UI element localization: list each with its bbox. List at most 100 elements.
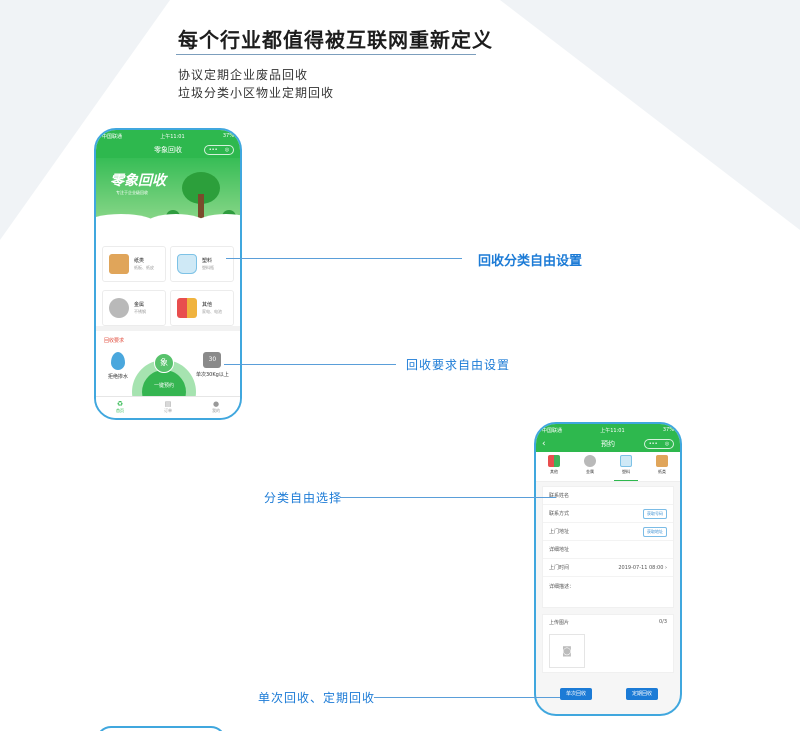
target-icon[interactable]: ◎ bbox=[664, 441, 670, 447]
field-address[interactable]: 上门地址 获取地址 bbox=[543, 523, 673, 541]
nut-icon bbox=[109, 298, 129, 318]
water-drop-icon bbox=[111, 352, 125, 370]
category-name: 纸类 bbox=[134, 258, 145, 264]
subtitle-line-2: 垃圾分类小区物业定期回收 bbox=[178, 86, 335, 100]
tab-category-metal[interactable]: 金属 bbox=[572, 452, 608, 481]
phone-home-screen: 中国联通 上午11:01 37% 零象回收 ••• ◎ 零象回收 专注于企业级回… bbox=[94, 128, 242, 420]
nav-title: 零象回收 bbox=[154, 146, 182, 154]
category-desc: 纸板、纸皮 bbox=[134, 265, 154, 270]
nav-title: 预约 bbox=[601, 440, 615, 448]
category-desc: 家电、电池 bbox=[202, 309, 222, 314]
tab-category-plastic[interactable]: 塑料 bbox=[608, 452, 644, 481]
camera-icon[interactable]: ◙ bbox=[549, 634, 585, 668]
section-divider bbox=[96, 326, 240, 331]
tab-label: 首页 bbox=[116, 408, 124, 413]
status-battery: 37% bbox=[222, 133, 234, 139]
mini-capsule[interactable]: ••• ◎ bbox=[204, 145, 234, 155]
periodic-recycle-button[interactable]: 定期回收 bbox=[626, 688, 658, 700]
tab-orders[interactable]: ▤订单 bbox=[144, 397, 192, 418]
field-label: 详细描述： bbox=[549, 584, 575, 590]
tab-label: 金属 bbox=[586, 469, 594, 474]
cloud-shape bbox=[96, 214, 156, 226]
upload-count: 0/3 bbox=[658, 619, 667, 625]
req-right-label: 单次30Kg以上 bbox=[196, 372, 229, 378]
field-detail-desc[interactable]: 详细描述： bbox=[543, 577, 673, 607]
field-detail-address[interactable]: 详细地址 bbox=[543, 541, 673, 559]
bottle-icon bbox=[177, 254, 197, 274]
target-icon[interactable]: ◎ bbox=[224, 147, 230, 153]
field-label: 上门地址 bbox=[549, 529, 570, 535]
phone-next-preview bbox=[96, 726, 226, 731]
recycle-icon: ♻ bbox=[116, 400, 124, 408]
grid-blocks-icon bbox=[548, 455, 560, 467]
category-other[interactable]: 其他家电、电池 bbox=[170, 290, 234, 326]
callout-category-select: 分类自由选择 bbox=[264, 491, 343, 505]
status-bar: 中国联通 上午11:01 37% bbox=[536, 424, 680, 436]
grid-blocks-icon bbox=[177, 298, 197, 318]
visit-time-value: 2019-07-11 08:00 › bbox=[618, 565, 667, 571]
field-visit-time[interactable]: 上门时间 2019-07-11 08:00 › bbox=[543, 559, 673, 577]
category-name: 塑料 bbox=[202, 258, 213, 264]
get-phone-button[interactable]: 获取号码 bbox=[643, 508, 667, 519]
tab-label: 订单 bbox=[164, 408, 172, 413]
banner-logo: 零象回收 bbox=[110, 173, 166, 189]
box-icon bbox=[109, 254, 129, 274]
category-plastic[interactable]: 塑料塑料瓶 bbox=[170, 246, 234, 282]
cloud-shape bbox=[196, 214, 240, 226]
field-contact-method[interactable]: 联系方式 获取号码 bbox=[543, 505, 673, 523]
single-recycle-button[interactable]: 单次回收 bbox=[560, 688, 592, 700]
tab-label: 其他 bbox=[550, 469, 558, 474]
callout-category-setting: 回收分类自由设置 bbox=[478, 254, 583, 269]
field-label: 上门时间 bbox=[549, 565, 570, 571]
req-min-weight: 30 单次30Kg以上 bbox=[196, 352, 229, 378]
more-dots-icon[interactable]: ••• bbox=[208, 147, 218, 153]
phone-booking-screen: 中国联通 上午11:01 37% ‹ 预约 ••• ◎ 其他 金属 塑料 纸类 … bbox=[534, 422, 682, 716]
more-dots-icon[interactable]: ••• bbox=[648, 441, 658, 447]
category-tabs: 其他 金属 塑料 纸类 bbox=[536, 452, 680, 482]
category-name: 其他 bbox=[202, 302, 213, 308]
category-desc: 不锈钢 bbox=[134, 309, 146, 314]
category-name: 金属 bbox=[134, 302, 145, 308]
tab-label: 我的 bbox=[212, 408, 220, 413]
status-battery: 37% bbox=[662, 427, 674, 433]
req-no-water: 拒绝掺水 bbox=[108, 352, 128, 380]
booking-form: 联系姓名 联系方式 获取号码 上门地址 获取地址 详细地址 上门时间 2019-07-… bbox=[542, 486, 674, 608]
field-label: 联系姓名 bbox=[549, 493, 570, 499]
status-time: 上午11:01 bbox=[600, 427, 625, 434]
onekey-booking-button[interactable]: 一键预约 bbox=[153, 383, 174, 389]
mini-capsule[interactable]: ••• ◎ bbox=[644, 439, 674, 449]
get-address-button[interactable]: 获取地址 bbox=[643, 526, 667, 537]
tab-profile[interactable]: ●我的 bbox=[192, 397, 240, 418]
tab-category-paper[interactable]: 纸类 bbox=[644, 452, 680, 481]
page-title: 每个行业都值得被互联网重新定义 bbox=[178, 28, 493, 52]
category-paper[interactable]: 纸类纸板、纸皮 bbox=[102, 246, 166, 282]
leader-line-select bbox=[340, 497, 556, 498]
orders-icon: ▤ bbox=[164, 400, 172, 408]
callout-recycle-mode: 单次回收、定期回收 bbox=[258, 691, 376, 705]
visit-time-text: 2019-07-11 08:00 bbox=[618, 564, 664, 571]
field-label: 联系方式 bbox=[549, 511, 570, 517]
leader-line-category bbox=[226, 258, 462, 259]
field-label: 详细地址 bbox=[549, 547, 570, 553]
category-desc: 塑料瓶 bbox=[202, 265, 214, 270]
requirements-title: 回收要求 bbox=[104, 338, 125, 344]
category-grid: 纸类纸板、纸皮 塑料塑料瓶 金属不锈钢 其他家电、电池 bbox=[102, 246, 234, 326]
category-metal[interactable]: 金属不锈钢 bbox=[102, 290, 166, 326]
cloud-shape bbox=[146, 214, 206, 226]
home-banner[interactable]: 零象回收 专注于企业级回收 bbox=[96, 158, 240, 226]
chevron-left-icon[interactable]: ‹ bbox=[542, 439, 546, 449]
tab-category-other[interactable]: 其他 bbox=[536, 452, 572, 481]
status-time: 上午11:01 bbox=[160, 133, 185, 140]
tab-label: 塑料 bbox=[622, 469, 630, 474]
tab-home[interactable]: ♻首页 bbox=[96, 397, 144, 418]
banner-slogan: 专注于企业级回收 bbox=[116, 190, 148, 195]
field-contact-name[interactable]: 联系姓名 bbox=[543, 487, 673, 505]
req-left-label: 拒绝掺水 bbox=[108, 374, 129, 380]
leader-line-requirement bbox=[224, 364, 396, 365]
tab-label: 纸类 bbox=[658, 469, 666, 474]
title-underline bbox=[176, 54, 476, 55]
status-carrier: 中国联通 bbox=[542, 427, 563, 434]
status-bar: 中国联通 上午11:01 37% bbox=[96, 130, 240, 142]
leader-line-mode bbox=[374, 697, 560, 698]
onekey-logo-icon[interactable]: 象 bbox=[154, 353, 174, 373]
